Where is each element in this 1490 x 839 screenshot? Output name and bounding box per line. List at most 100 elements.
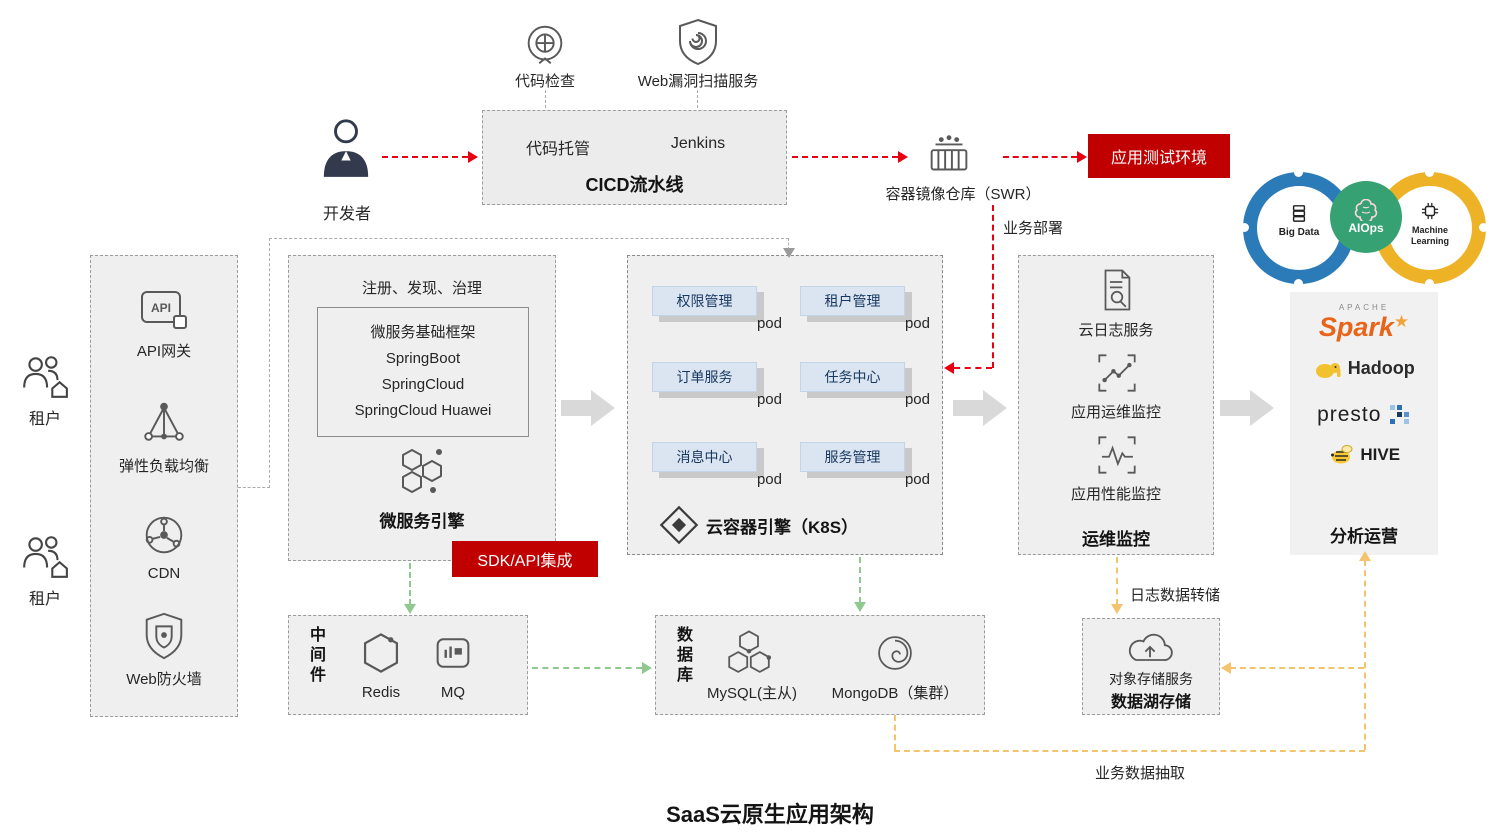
governance-label: 注册、发现、治理 xyxy=(361,280,482,297)
presto-logo: presto xyxy=(1298,403,1430,427)
spark-logo: APACHE Spark★ xyxy=(1298,303,1430,343)
pod-label: 任务中心 xyxy=(800,362,905,392)
cicd-title: CICD流水线 xyxy=(585,175,684,195)
cdn-label: CDN xyxy=(147,565,181,582)
database-panel xyxy=(655,615,985,715)
hive-logo: HIVE xyxy=(1298,443,1430,467)
machine-learning-label: Machine Learning xyxy=(1410,225,1449,246)
connector-ops-to-datalake xyxy=(1116,557,1118,605)
cloud-log-icon xyxy=(1104,269,1131,311)
mq-icon xyxy=(436,638,470,668)
ring-dot xyxy=(1294,279,1303,288)
framework-line: SpringCloud Huawei xyxy=(354,402,492,420)
developer-label: 开发者 xyxy=(322,206,371,223)
arrowhead xyxy=(404,604,416,614)
arrowhead xyxy=(898,151,908,163)
connector-access-up xyxy=(269,238,270,488)
big-data-content: Big Data xyxy=(1262,204,1336,238)
arrowhead xyxy=(854,602,866,612)
api-gateway-label: API网关 xyxy=(136,343,192,360)
ring-dot xyxy=(1294,168,1303,177)
perf-monitor-icon xyxy=(1098,436,1136,474)
hive-bee-icon xyxy=(1330,445,1353,464)
tenant-icon xyxy=(23,536,68,578)
mysql-cluster-icon xyxy=(728,630,772,673)
test-env-badge: 应用测试环境 xyxy=(1088,134,1230,178)
mysql-label: MySQL(主从) xyxy=(706,685,797,702)
arrowhead xyxy=(1221,662,1231,674)
machine-learning-content: Machine Learning xyxy=(1393,202,1467,247)
connector-deploy-to-k8s xyxy=(954,367,992,369)
pod-label: 租户管理 xyxy=(800,286,905,316)
connector-extract-bottom xyxy=(894,750,1365,752)
pod-label: 权限管理 xyxy=(652,286,757,316)
pod-label: 订单服务 xyxy=(652,362,757,392)
arrowhead xyxy=(642,662,652,674)
pod-tenant-mgmt: 租户管理 pod xyxy=(800,286,930,338)
flow-arrow-k8s-to-ops xyxy=(953,390,1007,426)
pod-caption: pod xyxy=(756,315,782,332)
spark-wordmark: Spark xyxy=(1318,312,1394,342)
web-scan-label: Web漏洞扫描服务 xyxy=(637,73,759,90)
waf-shield-icon xyxy=(145,612,183,660)
app-perf-monitor-label: 应用性能监控 xyxy=(1070,486,1161,503)
connector-db-down xyxy=(894,715,896,750)
tenant-bottom-label: 租户 xyxy=(28,591,61,608)
data-extract-label: 业务数据抽取 xyxy=(1095,765,1186,782)
tenant-icon xyxy=(23,356,68,398)
framework-box: 微服务基础框架 SpringBoot SpringCloud SpringClo… xyxy=(317,307,529,437)
ops-monitoring-title: 运维监控 xyxy=(1082,530,1150,549)
hadoop-logo: Hadoop xyxy=(1298,358,1430,379)
aiops-circle: AIOps xyxy=(1330,181,1402,253)
developer-icon xyxy=(323,119,369,177)
database-title: 数据库 xyxy=(674,626,691,686)
pod-message-center: 消息中心 pod xyxy=(652,442,782,494)
pod-caption: pod xyxy=(756,391,782,408)
jenkins-label: Jenkins xyxy=(670,135,726,152)
tenant-top-label: 租户 xyxy=(28,411,61,428)
cce-k8s-icon xyxy=(659,505,699,545)
elb-label: 弹性负载均衡 xyxy=(119,458,210,475)
mongodb-label: MongoDB（集群） xyxy=(831,685,959,702)
mq-label: MQ xyxy=(440,684,466,701)
pod-task-center: 任务中心 pod xyxy=(800,362,930,414)
connector-deploy-vertical xyxy=(992,205,994,368)
connector-mse-to-middleware xyxy=(409,563,411,605)
connector-swr-to-testenv xyxy=(1003,156,1077,158)
presto-pixels-icon xyxy=(1389,405,1409,424)
swr-label: 容器镜像仓库（SWR） xyxy=(885,186,1041,203)
middleware-title: 中间件 xyxy=(307,626,324,686)
swr-registry-icon xyxy=(930,135,968,171)
obs-cloud-icon xyxy=(1128,633,1173,661)
ring-dot xyxy=(1425,279,1434,288)
connector-extract-up xyxy=(1364,560,1366,750)
datalake-panel: 对象存储服务 数据湖存储 xyxy=(1082,618,1220,715)
pod-caption: pod xyxy=(756,471,782,488)
hadoop-elephant-icon xyxy=(1316,362,1341,378)
aiops-label: AIOps xyxy=(1348,221,1384,235)
pod-label: 消息中心 xyxy=(652,442,757,472)
connector-dev-to-cicd xyxy=(382,156,468,158)
log-transfer-label: 日志数据转储 xyxy=(1130,587,1221,604)
arrowhead xyxy=(1077,151,1087,163)
redis-icon xyxy=(363,633,399,673)
sdk-api-badge: SDK/API集成 xyxy=(452,541,598,577)
connector-access-across xyxy=(269,238,789,239)
arrowhead xyxy=(468,151,478,163)
ops-monitoring-panel: 云日志服务 应用运维监控 应用性能监控 运维监控 xyxy=(1018,255,1214,555)
framework-line: SpringCloud xyxy=(381,376,465,393)
datalake-title: 数据湖存储 xyxy=(1110,694,1191,711)
pod-permission: 权限管理 pod xyxy=(652,286,782,338)
microservice-engine-panel: 注册、发现、治理 微服务基础框架 SpringBoot SpringCloud … xyxy=(288,255,556,561)
mongodb-icon xyxy=(878,636,912,670)
access-layer-panel xyxy=(90,255,238,717)
middleware-panel xyxy=(288,615,528,715)
flow-arrow-mse-to-k8s xyxy=(561,390,615,426)
connector-k8s-to-database xyxy=(859,557,861,603)
pod-service-mgmt: 服务管理 pod xyxy=(800,442,930,494)
arrowhead xyxy=(944,362,954,374)
spark-star-icon: ★ xyxy=(1393,312,1410,331)
microservice-engine-icon xyxy=(402,448,442,494)
redis-label: Redis xyxy=(361,684,401,701)
